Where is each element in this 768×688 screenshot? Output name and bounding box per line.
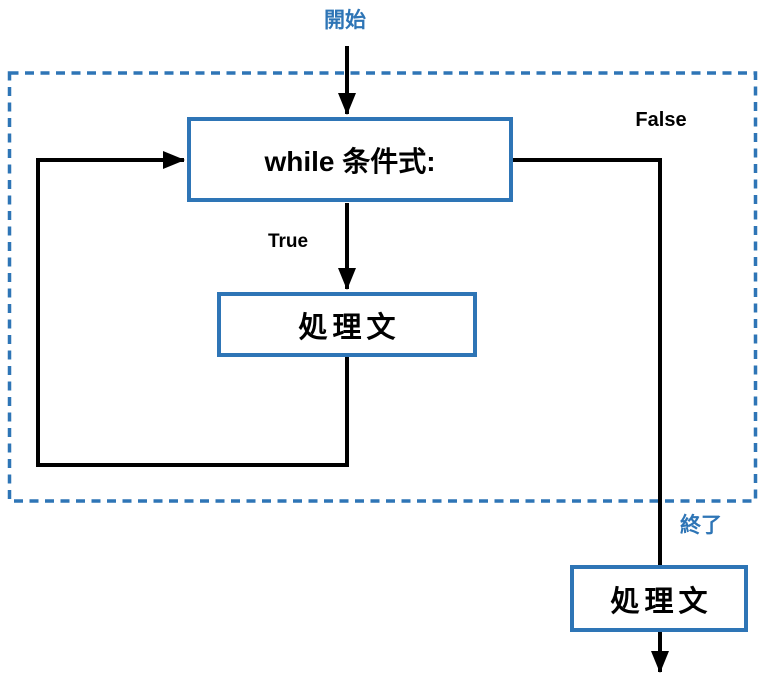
end-label: 終了: [680, 514, 722, 537]
loop-boundary-dashed-rect: [7, 71, 758, 503]
start-label: 開始: [324, 9, 366, 32]
loop-back-connector: [36, 151, 349, 467]
true-branch-label: True: [267, 231, 309, 252]
loop-body-statement-box: 処理文: [217, 292, 477, 357]
false-branch-label: False: [635, 109, 687, 131]
false-connector: [512, 158, 662, 566]
after-loop-statement-box: 処理文: [570, 565, 748, 632]
while-condition-box: while 条件式:: [187, 117, 513, 202]
